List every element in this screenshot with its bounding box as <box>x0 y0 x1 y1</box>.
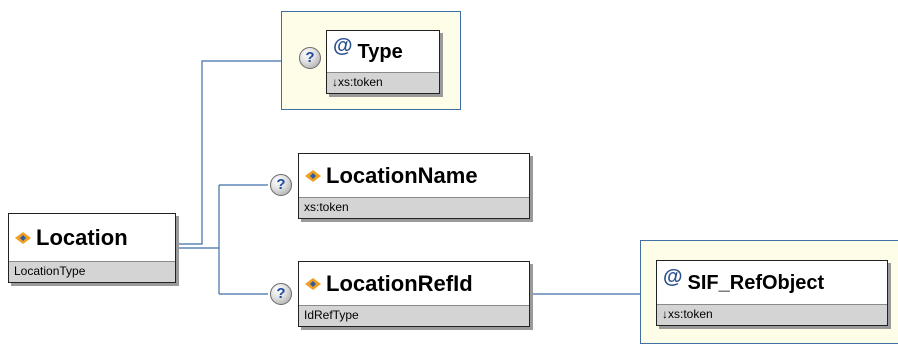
location-element-node[interactable]: Location LocationType <box>8 213 176 283</box>
type-attribute-name: Type <box>357 40 403 63</box>
location-name-optional-question-icon: ? <box>270 174 292 196</box>
location-refid-element-name: LocationRefId <box>326 271 473 296</box>
location-name-element-name: LocationName <box>326 163 478 188</box>
location-element-type: LocationType <box>9 261 175 282</box>
type-attribute-node[interactable]: @ Type ↓xs:token <box>326 30 440 94</box>
location-refid-element-node[interactable]: LocationRefId IdRefType <box>298 261 530 327</box>
sif-refobject-attribute-node[interactable]: @ SIF_RefObject ↓xs:token <box>656 260 888 326</box>
at-sign-icon: @ <box>663 266 683 288</box>
location-refid-element-type: IdRefType <box>299 305 529 326</box>
location-refid-optional-question-icon: ? <box>270 283 292 305</box>
element-diamond-icon <box>15 232 31 244</box>
location-name-element-node[interactable]: LocationName xs:token <box>298 153 530 219</box>
element-diamond-icon <box>305 278 321 290</box>
sif-refobject-attribute-name: SIF_RefObject <box>687 271 825 294</box>
location-name-element-type: xs:token <box>299 197 529 218</box>
element-diamond-icon <box>305 170 321 182</box>
connector-location-to-type <box>176 60 281 245</box>
location-element-name: Location <box>36 225 128 250</box>
type-attribute-datatype: ↓xs:token <box>327 72 439 93</box>
at-sign-icon: @ <box>333 35 353 57</box>
sif-refobject-attribute-datatype: ↓xs:token <box>657 304 887 325</box>
type-optional-question-icon: ? <box>299 47 321 69</box>
